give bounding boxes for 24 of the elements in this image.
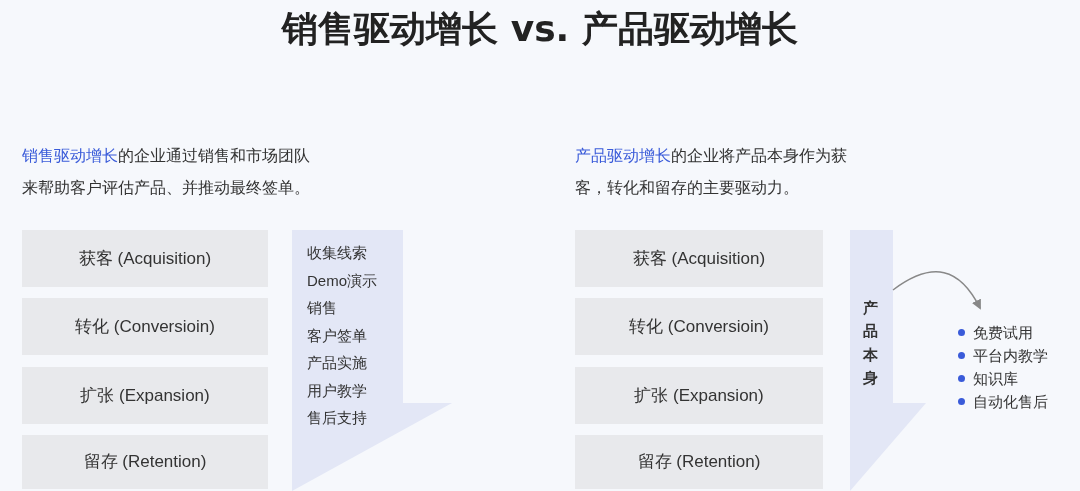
feature-text: 平台内教学 — [973, 346, 1048, 366]
stage-label: 扩张 (Expansion) — [634, 384, 764, 407]
feature-text: 免费试用 — [973, 323, 1033, 343]
stage-label: 获客 (Acquisition) — [632, 247, 766, 270]
step-text: 销售 — [307, 298, 338, 318]
feature-text: 知识库 — [973, 369, 1018, 389]
step-text: 收集线索 — [307, 243, 368, 263]
step-text: 售后支持 — [307, 408, 368, 428]
stage-label: 扩张 (Expansion) — [80, 384, 210, 407]
step-text: 客户签单 — [307, 325, 368, 346]
stage-label: 转化 (Conversioin) — [75, 315, 215, 338]
curved-arrow — [892, 271, 981, 310]
stage-label: 转化 (Conversioin) — [629, 315, 769, 338]
title: 销售驱动增长 vs. 产品驱动增长 — [280, 7, 799, 51]
step-text: 产品实施 — [307, 353, 368, 373]
feature-text: 自动化售后 — [973, 392, 1048, 412]
description-text: 产品驱动增长的企业将产品本身作为获客，转化和留存的主要驱动力。 — [575, 146, 848, 198]
stage-label: 获客 (Acquisition) — [78, 247, 212, 270]
step-text: Demo演示 — [307, 270, 377, 291]
vertical-text: 产品本身 — [863, 298, 878, 388]
stage-label: 留存 (Retention) — [637, 451, 761, 474]
stage-label: 留存 (Retention) — [83, 451, 207, 474]
description-text: 销售驱动增长的企业通过销售和市场团队来帮助客户评估产品、并推动最终签单。 — [22, 146, 311, 198]
step-text: 用户教学 — [307, 380, 368, 401]
